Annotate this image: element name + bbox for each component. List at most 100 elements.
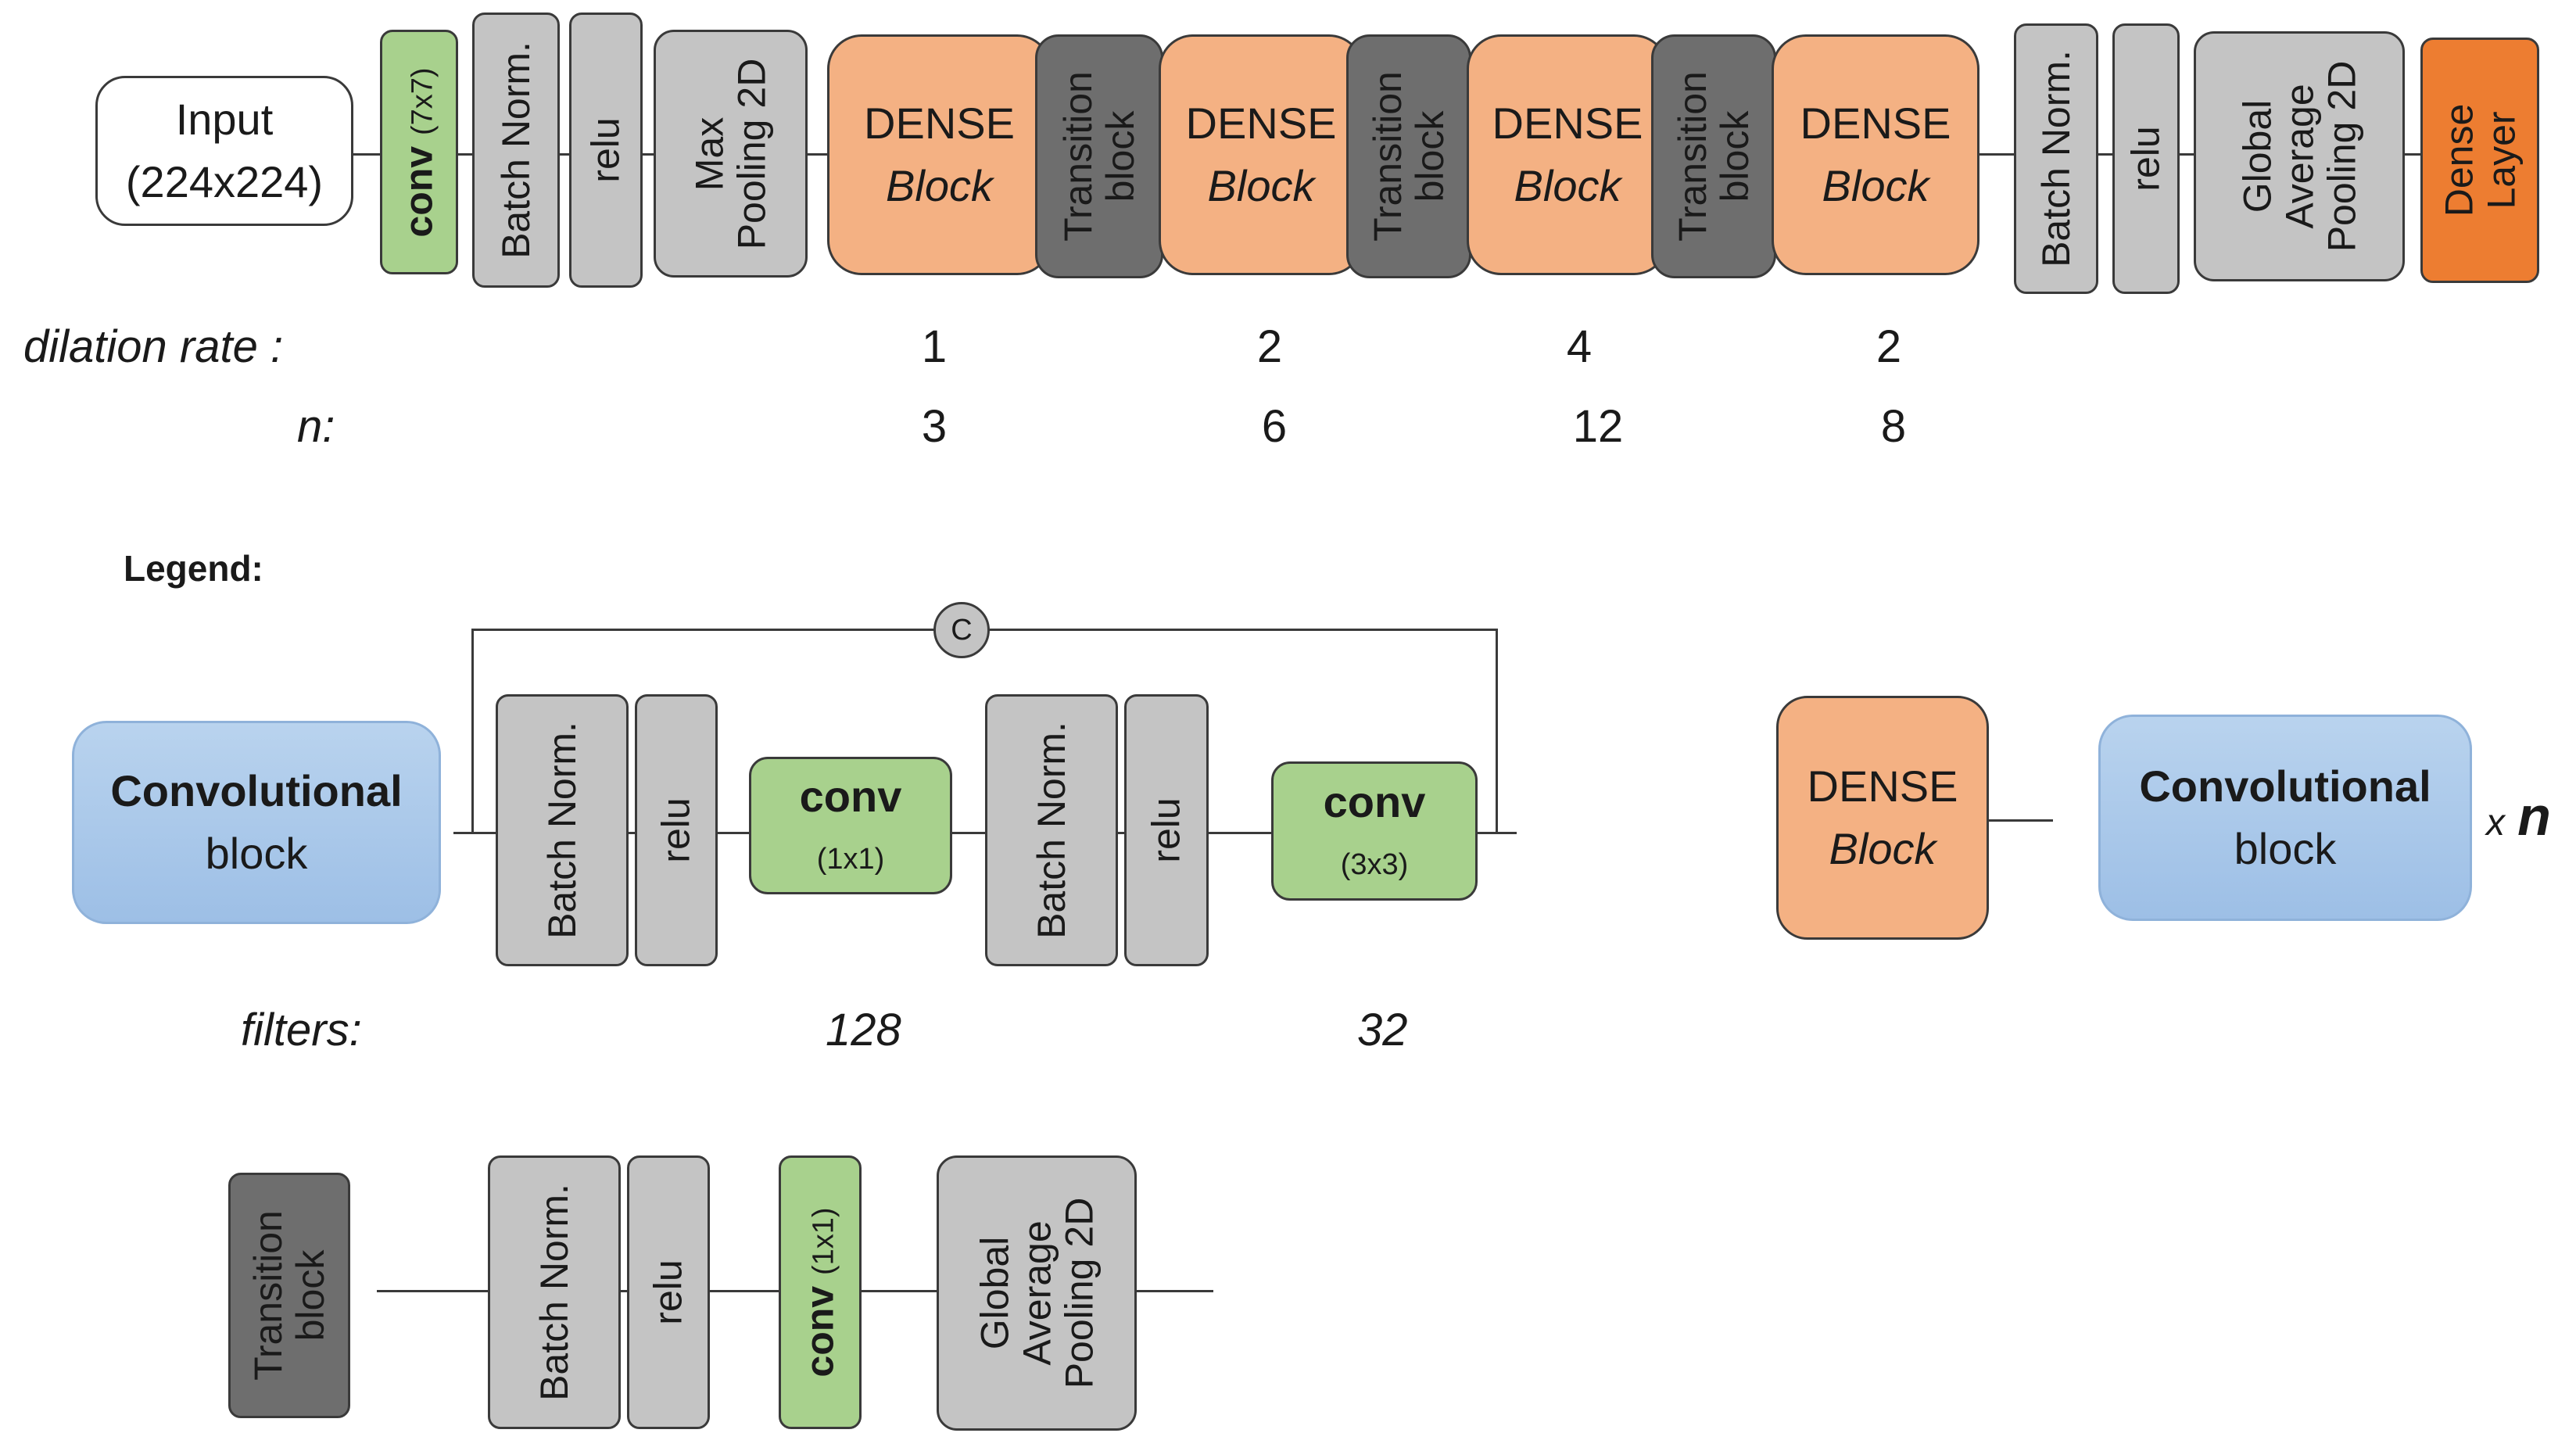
transition-legend-relu-label: relu	[647, 1259, 690, 1325]
legend-conv1x1-label: conv	[799, 772, 902, 822]
repeat-x: x	[2486, 802, 2505, 844]
transition-2-line2: block	[1408, 110, 1452, 202]
legend-relu-2: relu	[1124, 694, 1209, 966]
dense-key-line1: DENSE	[1807, 761, 1958, 811]
dilation-rate-3: 4	[1566, 321, 1593, 372]
input-label: Input	[175, 95, 274, 145]
dense-block-1-line1: DENSE	[864, 99, 1015, 149]
transition-legend-relu: relu	[627, 1155, 710, 1429]
transition-3-line2: block	[1713, 110, 1757, 202]
n-label: n:	[297, 401, 335, 452]
n-value-1: 3	[921, 401, 948, 452]
legend-relu-1-label: relu	[654, 797, 698, 863]
transition-legend-batchnorm: Batch Norm.	[488, 1155, 621, 1429]
dense-layer-line1: Dense	[2437, 103, 2481, 217]
dilation-rate-1: 1	[921, 321, 948, 372]
transition-legend-gap-line1: Global	[972, 1236, 1016, 1350]
dense-block-2-line1: DENSE	[1185, 99, 1337, 149]
legend-batchnorm-2: Batch Norm.	[985, 694, 1118, 966]
main-batchnorm-label: Batch Norm.	[494, 41, 539, 259]
dense-layer-line2: Layer	[2479, 111, 2523, 210]
transition-legend-gap-line3: Pooling 2D	[1056, 1197, 1101, 1389]
transition-legend-gap-line2: Average	[1014, 1220, 1059, 1366]
skip-connection-right	[1496, 629, 1498, 833]
final-relu-label: relu	[2124, 126, 2168, 192]
max-pooling-line2: Pooling 2D	[729, 58, 774, 249]
transition-key-line2: block	[288, 1249, 332, 1342]
main-batchnorm-box: Batch Norm.	[472, 13, 560, 288]
dense-expansion-line1: Convolutional	[2139, 761, 2431, 811]
conv7x7-box: conv (7x7)	[380, 30, 458, 274]
skip-connection-left	[471, 629, 474, 833]
n-value-2: 6	[1261, 401, 1288, 452]
transition-1-line1: Transition	[1056, 71, 1100, 242]
conv-block-key-line1: Convolutional	[110, 766, 403, 816]
gap-line1: Global	[2234, 99, 2279, 213]
dense-key-line2: Block	[1829, 824, 1936, 873]
conv-block-key-line2: block	[205, 829, 308, 878]
dense-expansion-line2: block	[2234, 824, 2337, 873]
filters-value-1: 128	[826, 1005, 901, 1055]
dilation-rate-2: 2	[1256, 321, 1283, 372]
input-size: (224x224)	[125, 157, 324, 206]
legend-conv1x1-kernel: (1x1)	[816, 843, 885, 876]
repeat-n: n	[2517, 786, 2551, 847]
gap-line2: Average	[2277, 84, 2321, 229]
dense-block-3-line1: DENSE	[1492, 99, 1643, 149]
transition-legend-conv-kernel: (1x1)	[808, 1207, 840, 1275]
dense-block-3-line2: Block	[1514, 161, 1621, 210]
dense-block-3: DENSE Block	[1467, 34, 1668, 275]
filters-label: filters:	[241, 1005, 362, 1055]
repeat-multiplier: x n	[2486, 785, 2551, 847]
transition-legend-conv-label: conv	[798, 1285, 842, 1378]
conv7x7-kernel: (7x7)	[407, 66, 439, 135]
legend-title: Legend:	[124, 548, 263, 589]
n-value-4: 8	[1880, 401, 1907, 452]
legend-batchnorm-1-label: Batch Norm.	[540, 722, 585, 939]
gap-line3: Pooling 2D	[2319, 60, 2363, 253]
dense-block-1-line2: Block	[886, 161, 993, 210]
transition-key-line1: Transition	[246, 1210, 290, 1381]
dense-expansion-conv-block: Convolutional block	[2098, 715, 2472, 921]
legend-batchnorm-2-label: Batch Norm.	[1030, 722, 1074, 939]
dense-block-4-line1: DENSE	[1800, 99, 1951, 149]
concatenate-icon: C	[933, 602, 990, 658]
final-relu-box: relu	[2112, 23, 2180, 294]
legend-conv3x3-label: conv	[1323, 777, 1426, 827]
legend-conv3x3: conv (3x3)	[1271, 761, 1478, 901]
concatenate-symbol: C	[951, 613, 973, 647]
conv7x7-label: conv	[397, 145, 441, 238]
dense-block-2: DENSE Block	[1159, 34, 1363, 275]
legend-batchnorm-1: Batch Norm.	[496, 694, 629, 966]
conv-block-legend-key: Convolutional block	[72, 721, 441, 924]
dense-block-1: DENSE Block	[827, 34, 1052, 275]
transition-1-line2: block	[1098, 110, 1142, 202]
filters-value-2: 32	[1357, 1005, 1408, 1055]
dilation-rate-4: 2	[1876, 321, 1902, 372]
final-batchnorm-box: Batch Norm.	[2014, 23, 2098, 294]
transition-2-line1: Transition	[1366, 71, 1410, 242]
input-box: Input (224x224)	[95, 76, 353, 226]
dense-block-legend-key: DENSE Block	[1776, 696, 1989, 940]
main-relu-label: relu	[584, 117, 628, 183]
max-pooling-line1: Max	[687, 116, 732, 191]
main-relu-box: relu	[569, 13, 643, 288]
transition-3-line1: Transition	[1671, 71, 1714, 242]
dilation-rate-label: dilation rate :	[23, 321, 284, 372]
n-value-3: 12	[1572, 401, 1624, 452]
transition-legend-conv1x1: conv (1x1)	[779, 1155, 862, 1429]
final-batchnorm-label: Batch Norm.	[2034, 50, 2079, 267]
transition-legend-batchnorm-label: Batch Norm.	[532, 1184, 577, 1401]
legend-conv1x1: conv (1x1)	[749, 757, 952, 894]
dense-block-2-line2: Block	[1207, 161, 1315, 210]
legend-conv3x3-kernel: (3x3)	[1340, 848, 1409, 881]
